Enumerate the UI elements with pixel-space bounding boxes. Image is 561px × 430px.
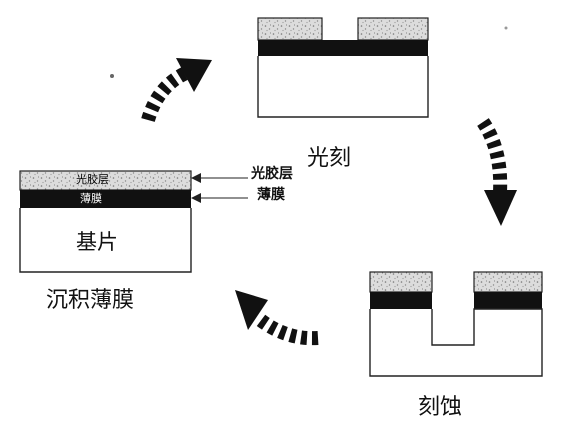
deposit-wafer (19, 170, 248, 273)
etch-photoresist-left (369, 271, 433, 293)
deposit-film-layer (20, 190, 191, 208)
arrow-lithography-to-etching (477, 118, 517, 226)
substrate-label: 基片 (76, 230, 118, 254)
step-lithography-label: 光刻 (307, 146, 352, 171)
speck-dot (110, 74, 114, 78)
etch-film-right (474, 292, 542, 309)
etch-film-left (370, 292, 432, 309)
litho-photoresist-right (357, 17, 429, 41)
etch-photoresist-right (473, 271, 543, 293)
step-etching-label: 刻蚀 (418, 395, 463, 420)
arrowhead-left-icon (235, 290, 268, 330)
deposit-substrate (19, 208, 192, 273)
callout-photoresist-label: 光胶层 (251, 166, 293, 182)
lithography-wafer (257, 17, 429, 118)
litho-substrate (257, 56, 429, 118)
arrowhead-down-icon (484, 190, 517, 226)
film-layer-label: 薄膜 (80, 192, 102, 205)
photoresist-layer-label: 光胶层 (76, 173, 109, 186)
step-deposit-label: 沉积薄膜 (46, 288, 135, 313)
speck-dot (504, 26, 508, 30)
etching-wafer (369, 271, 543, 377)
callout-film-label: 薄膜 (257, 187, 285, 203)
arrow-deposit-to-lithography (141, 58, 212, 123)
litho-photoresist-left (257, 17, 323, 41)
arrowhead-up-icon (176, 58, 212, 92)
etch-substrate (369, 308, 543, 377)
litho-film-layer (258, 40, 428, 56)
arrow-etching-to-deposit (235, 290, 319, 346)
